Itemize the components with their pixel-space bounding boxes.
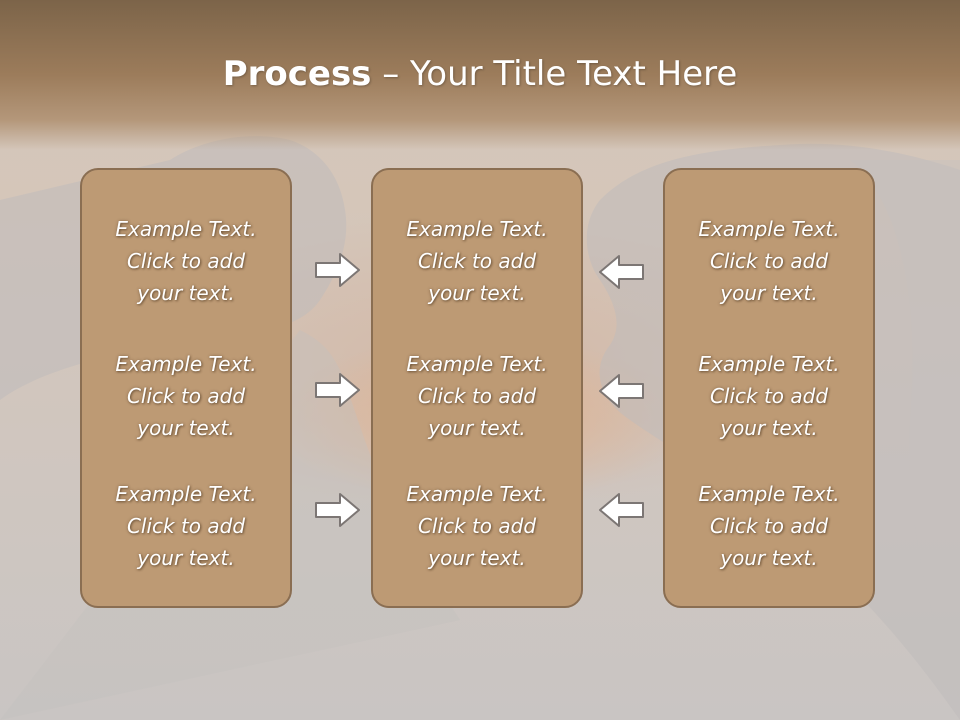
text-line: Click to add bbox=[709, 384, 829, 408]
text-item[interactable]: Example Text. Click to add your text. bbox=[373, 478, 581, 574]
title-band bbox=[0, 0, 960, 150]
text-item[interactable]: Example Text. Click to add your text. bbox=[665, 213, 873, 309]
text-line: your text. bbox=[720, 416, 818, 440]
text-line: your text. bbox=[720, 546, 818, 570]
text-line: Click to add bbox=[709, 249, 829, 273]
text-line: your text. bbox=[428, 546, 526, 570]
text-item[interactable]: Example Text. Click to add your text. bbox=[82, 478, 290, 574]
text-line: Example Text. bbox=[406, 482, 548, 506]
text-line: your text. bbox=[428, 416, 526, 440]
text-line: Example Text. bbox=[698, 352, 840, 376]
title-rest: – Your Title Text Here bbox=[371, 54, 738, 94]
text-item[interactable]: Example Text. Click to add your text. bbox=[373, 348, 581, 444]
text-line: Click to add bbox=[417, 249, 537, 273]
text-line: your text. bbox=[137, 281, 235, 305]
text-line: Example Text. bbox=[115, 352, 257, 376]
process-box-left[interactable]: Example Text. Click to add your text. Ex… bbox=[80, 168, 292, 608]
text-line: Click to add bbox=[417, 384, 537, 408]
text-line: Example Text. bbox=[115, 482, 257, 506]
process-box-center[interactable]: Example Text. Click to add your text. Ex… bbox=[371, 168, 583, 608]
left-arrow-icon[interactable] bbox=[597, 252, 645, 292]
left-arrow-icon[interactable] bbox=[597, 371, 645, 411]
right-arrow-icon[interactable] bbox=[314, 490, 362, 530]
text-item[interactable]: Example Text. Click to add your text. bbox=[82, 213, 290, 309]
text-line: Click to add bbox=[709, 514, 829, 538]
text-line: Click to add bbox=[417, 514, 537, 538]
text-line: Example Text. bbox=[406, 352, 548, 376]
text-line: Example Text. bbox=[698, 482, 840, 506]
text-line: your text. bbox=[137, 416, 235, 440]
text-item[interactable]: Example Text. Click to add your text. bbox=[665, 348, 873, 444]
text-line: Click to add bbox=[126, 384, 246, 408]
text-line: Example Text. bbox=[406, 217, 548, 241]
text-line: your text. bbox=[720, 281, 818, 305]
title-bold: Process bbox=[222, 54, 372, 94]
text-line: Example Text. bbox=[115, 217, 257, 241]
process-box-right[interactable]: Example Text. Click to add your text. Ex… bbox=[663, 168, 875, 608]
right-arrow-icon[interactable] bbox=[314, 370, 362, 410]
text-line: your text. bbox=[428, 281, 526, 305]
left-arrow-icon[interactable] bbox=[597, 490, 645, 530]
text-line: Example Text. bbox=[698, 217, 840, 241]
text-item[interactable]: Example Text. Click to add your text. bbox=[373, 213, 581, 309]
text-line: Click to add bbox=[126, 514, 246, 538]
right-arrow-icon[interactable] bbox=[314, 250, 362, 290]
slide-title[interactable]: Process – Your Title Text Here bbox=[0, 52, 960, 96]
text-item[interactable]: Example Text. Click to add your text. bbox=[665, 478, 873, 574]
text-line: Click to add bbox=[126, 249, 246, 273]
text-item[interactable]: Example Text. Click to add your text. bbox=[82, 348, 290, 444]
text-line: your text. bbox=[137, 546, 235, 570]
